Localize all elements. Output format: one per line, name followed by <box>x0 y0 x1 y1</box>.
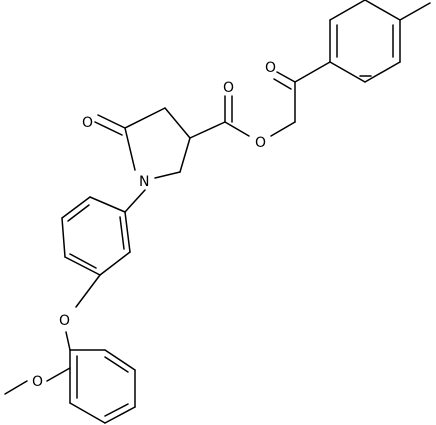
aryl-ether-oxygen: O <box>59 313 70 329</box>
ketone-side-oxygen: O <box>265 60 276 76</box>
ketone-side-double-2 <box>273 78 292 90</box>
phenylene-ring <box>61 196 131 276</box>
pyrrolidinone-ring <box>124 107 191 179</box>
methoxy-methyl-bond <box>4 380 28 395</box>
aryl-ether-bond-2 <box>65 331 71 351</box>
methoxyphenyl-ring <box>69 349 136 424</box>
ring-ketone-double-2 <box>94 121 123 136</box>
n-aryl-bond <box>124 189 146 213</box>
ring-ketone-oxygen: O <box>82 115 93 131</box>
aryl-ether-bond-1 <box>75 274 101 308</box>
ester-ring-bond <box>189 121 226 139</box>
ester-o-carbonyl-bond <box>224 121 250 137</box>
p-tolyl-ring <box>329 0 401 83</box>
ring-nitrogen: N <box>139 174 149 190</box>
ketone-side-double-1 <box>276 71 296 83</box>
ring-ketone-double-1 <box>97 114 126 129</box>
aryl-ketone-bond <box>294 61 331 83</box>
methoxy-oxygen: O <box>32 374 43 390</box>
ester-ether-oxygen: O <box>255 135 266 151</box>
methoxy-o-bond <box>46 367 71 382</box>
methyl-bond <box>399 2 431 21</box>
ester-carbonyl-oxygen: O <box>223 80 234 96</box>
ch2-ester-o-bond <box>270 121 296 137</box>
